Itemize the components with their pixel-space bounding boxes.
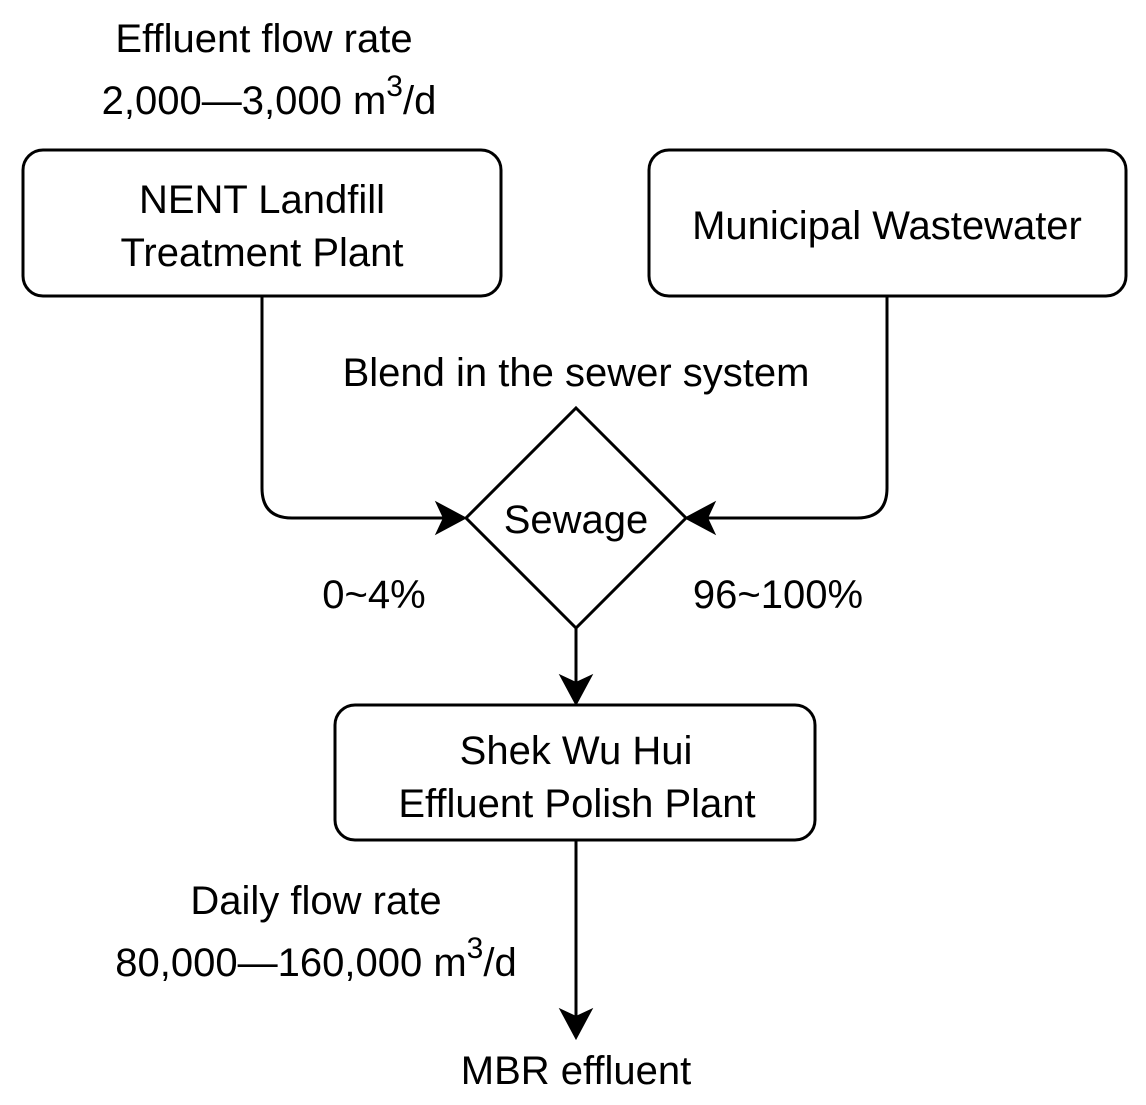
sewage-label: Sewage bbox=[504, 498, 649, 542]
landfill-plant-node: NENT Landfill Treatment Plant bbox=[21, 148, 503, 298]
daily-flow-value: 80,000—160,000 m3/d bbox=[115, 932, 516, 985]
landfill-plant-label-line2: Treatment Plant bbox=[120, 231, 403, 275]
blend-label: Blend in the sewer system bbox=[343, 351, 810, 395]
landfill-share-label: 0~4% bbox=[322, 573, 425, 617]
effluent-flow-value: 2,000—3,000 m3/d bbox=[102, 70, 437, 123]
arrowhead-municipal-to-sewage bbox=[683, 500, 717, 536]
daily-flow-title: Daily flow rate bbox=[190, 879, 441, 923]
polish-plant-node: Shek Wu Hui Effluent Polish Plant bbox=[333, 703, 817, 842]
arrowhead-polish-plant-to-mbr bbox=[558, 1007, 594, 1041]
mbr-effluent-label: MBR effluent bbox=[461, 1049, 692, 1093]
edge-landfill-to-sewage bbox=[260, 296, 446, 520]
sewage-node: Sewage bbox=[463, 405, 689, 631]
effluent-flow-title: Effluent flow rate bbox=[115, 17, 412, 61]
municipal-wastewater-node: Municipal Wastewater bbox=[647, 148, 1128, 298]
polish-plant-label-line2: Effluent Polish Plant bbox=[398, 782, 755, 826]
landfill-plant-label-line1: NENT Landfill bbox=[139, 178, 385, 222]
arrowhead-landfill-to-sewage bbox=[434, 500, 468, 536]
arrowhead-sewage-to-polish-plant bbox=[558, 673, 594, 707]
edge-municipal-to-sewage bbox=[706, 296, 889, 520]
municipal-share-label: 96~100% bbox=[693, 573, 863, 617]
polish-plant-label-line1: Shek Wu Hui bbox=[460, 729, 693, 773]
municipal-wastewater-label: Municipal Wastewater bbox=[692, 204, 1082, 248]
